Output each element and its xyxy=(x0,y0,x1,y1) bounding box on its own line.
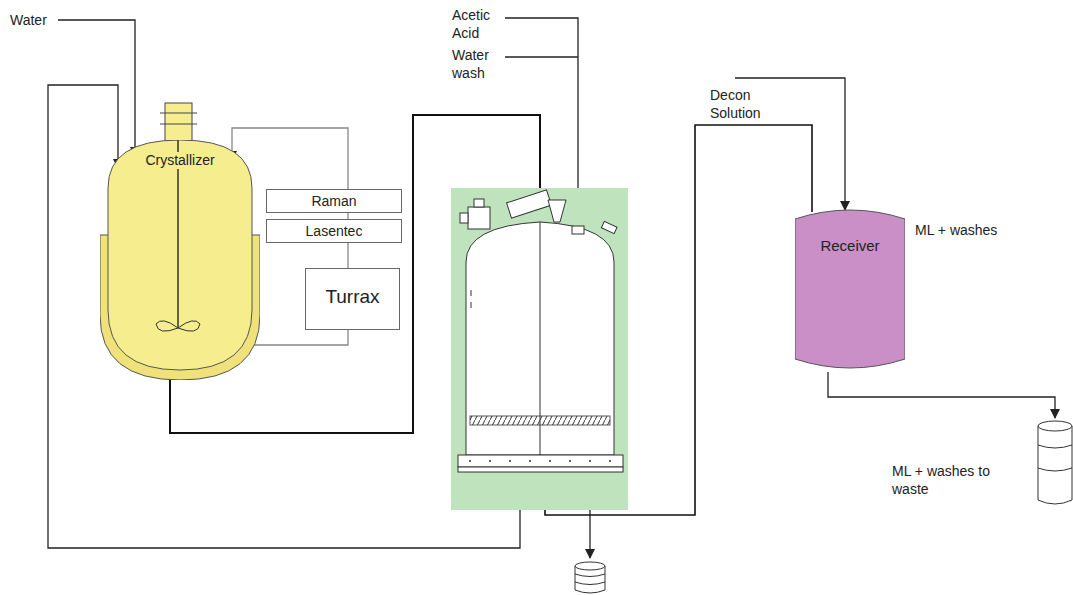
stream-label: Water xyxy=(10,11,47,29)
waste-drum xyxy=(575,562,605,593)
receiver-vessel: Receiver xyxy=(795,205,905,373)
analyzer-box: Lasentec xyxy=(266,219,402,243)
node-label: Crystallizer xyxy=(143,152,216,169)
node-label: Lasentec xyxy=(267,223,401,240)
stream-label: Water wash xyxy=(452,46,507,82)
crystallizer-vessel: Crystallizer xyxy=(100,140,260,380)
node-label: Raman xyxy=(267,193,401,210)
recycle-line xyxy=(48,85,520,548)
stream-label: Acetic Acid xyxy=(452,6,507,42)
decon-line xyxy=(735,78,845,210)
wash-line xyxy=(505,56,578,57)
water-line xyxy=(58,20,135,156)
node-label: Receiver xyxy=(795,237,905,255)
analyzer-box: Raman xyxy=(266,189,402,213)
crystallizer-vessel xyxy=(108,140,252,370)
stream-label: ML + washes xyxy=(915,221,997,239)
waste-line xyxy=(828,372,1055,418)
stream-label: ML + washes to waste xyxy=(892,462,992,498)
recirculation-line xyxy=(347,243,348,268)
filter-dryer xyxy=(451,188,628,510)
stream-label: Decon Solution xyxy=(710,86,780,122)
impeller xyxy=(156,321,178,331)
waste-drum xyxy=(1038,421,1072,504)
crystallizer-vessel xyxy=(100,140,260,380)
node-label: Turrax xyxy=(306,286,399,308)
impeller xyxy=(178,321,200,331)
homogenizer-box: Turrax xyxy=(305,268,400,330)
receiver-vessel xyxy=(795,210,905,368)
receiver-vessel xyxy=(795,205,905,373)
